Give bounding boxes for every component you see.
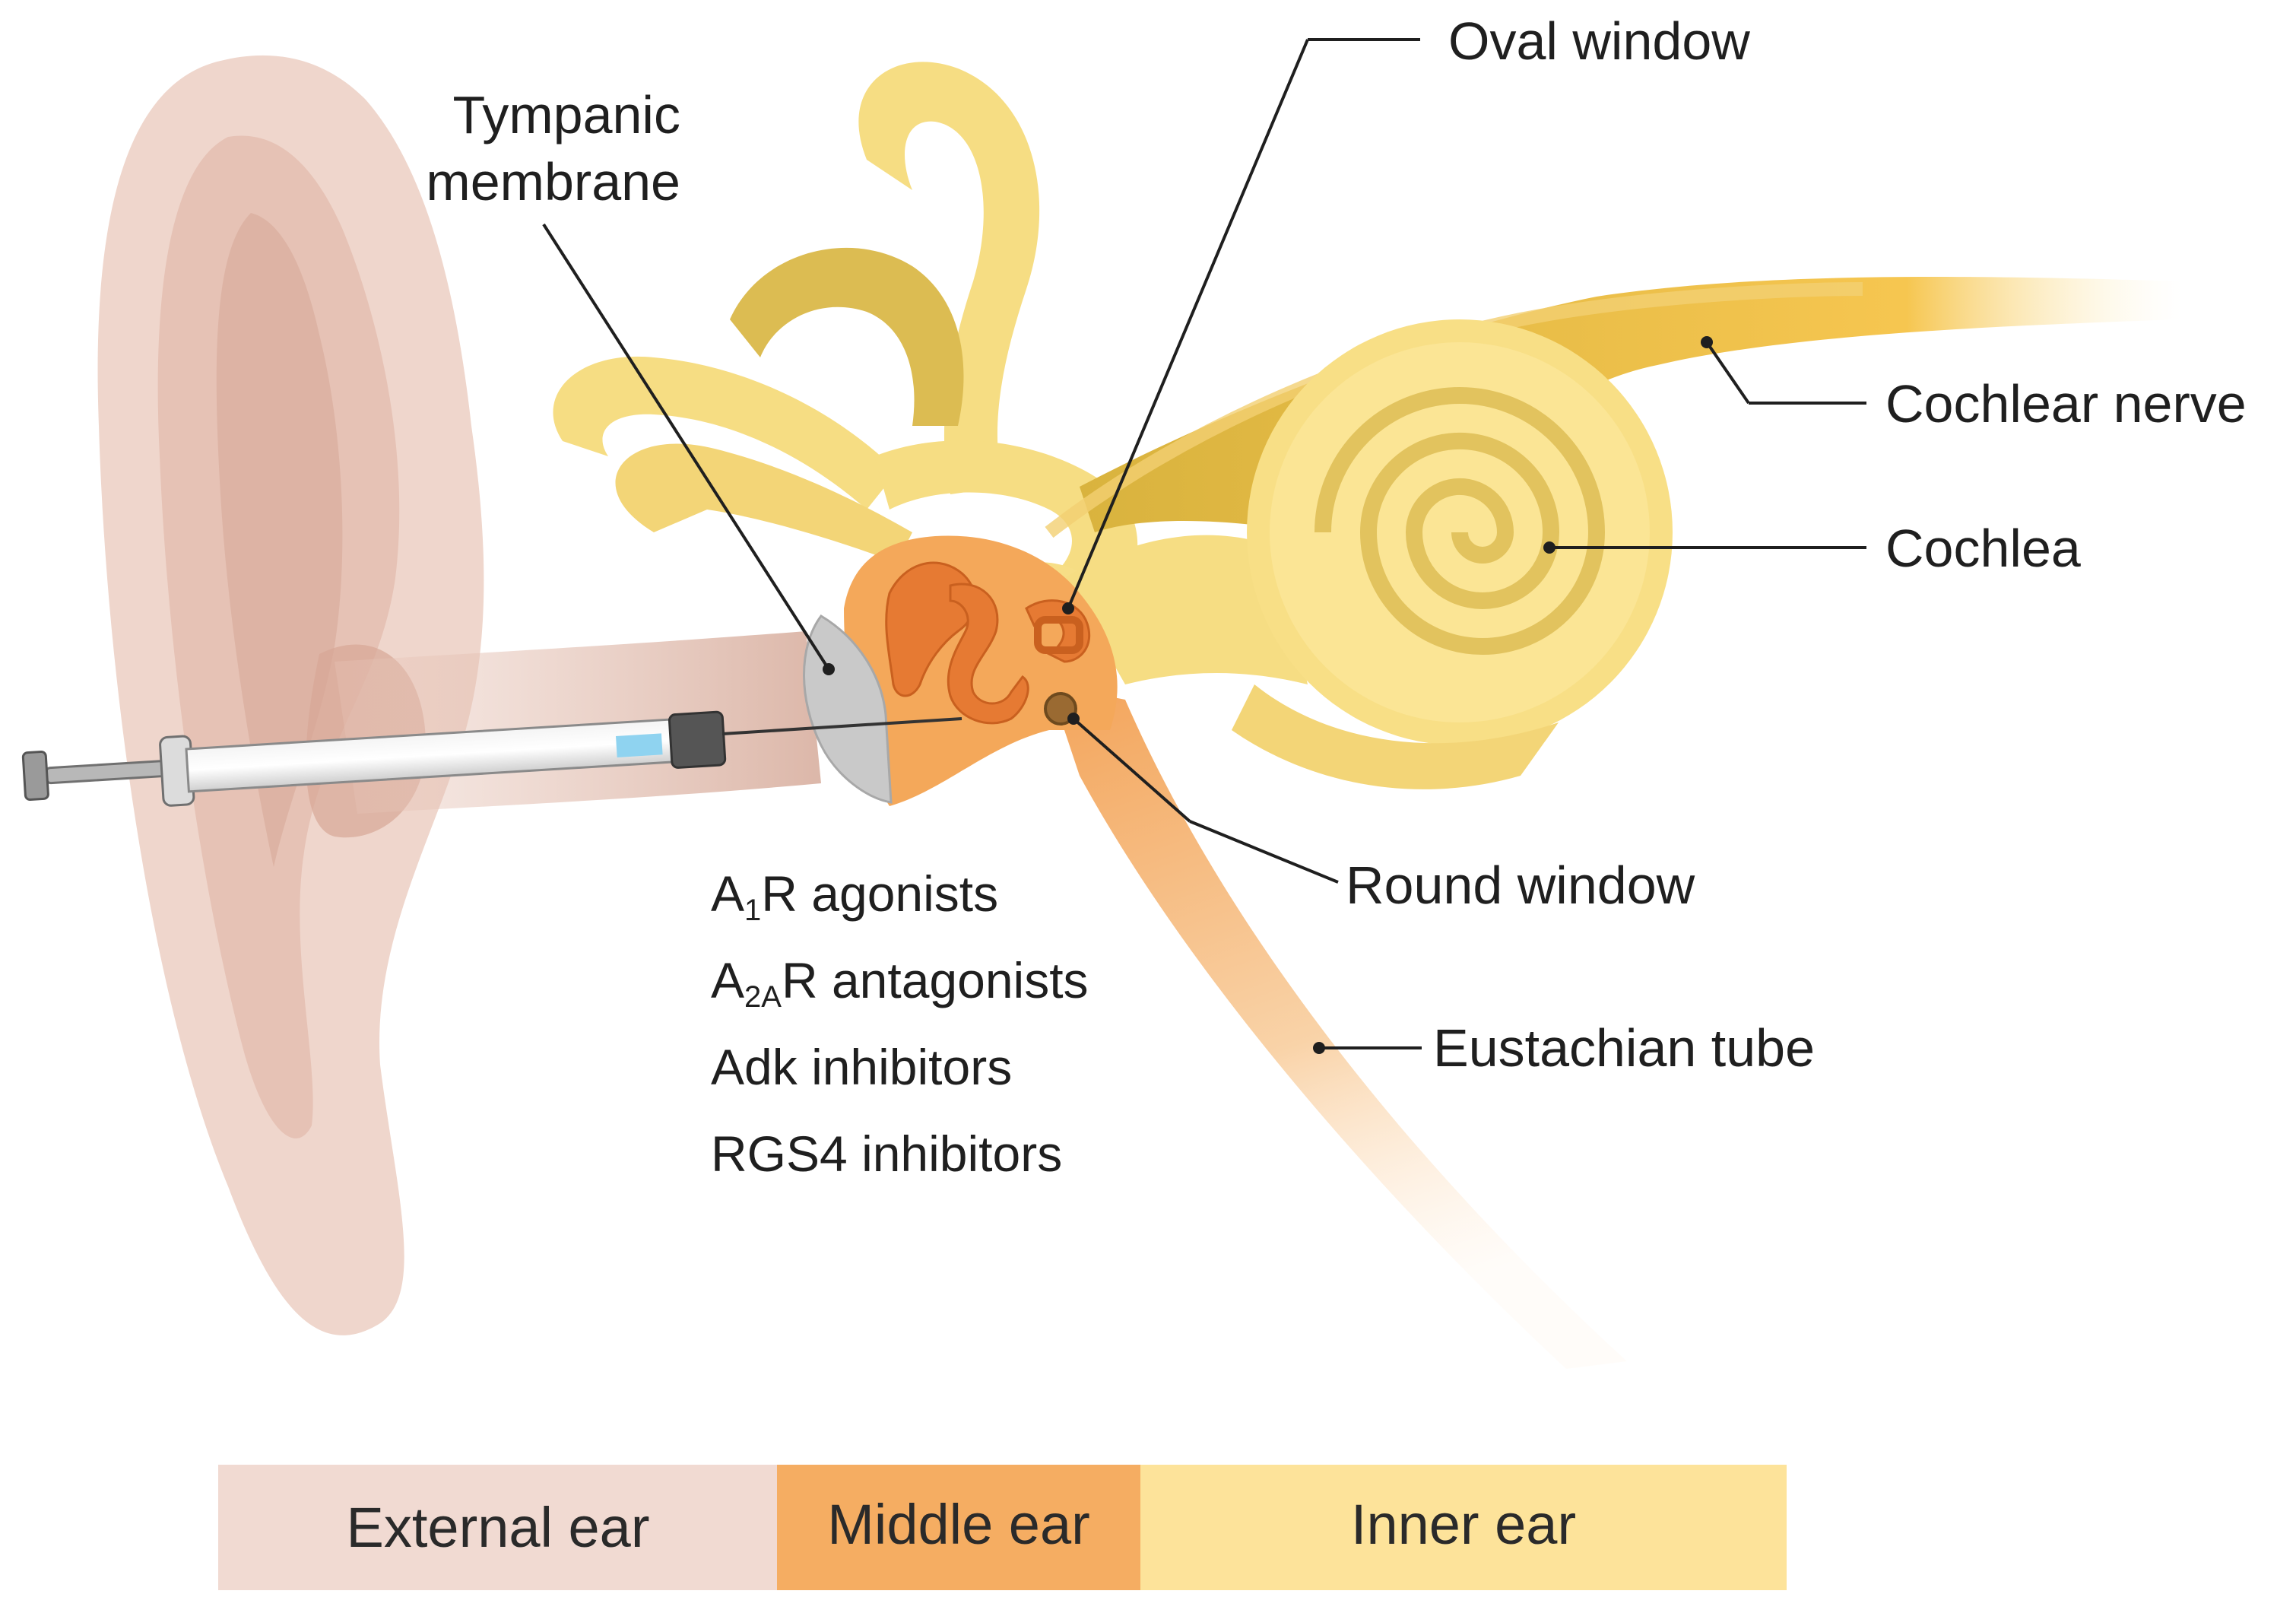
oval-window-pointer-dot (1062, 602, 1074, 614)
region-band: External ear Middle ear Inner ear (218, 1465, 1787, 1590)
eustachian-tube-shape (1049, 684, 1627, 1369)
inner-ear-band-label: Inner ear (1351, 1493, 1576, 1556)
eustachian-pointer-dot (1313, 1042, 1325, 1054)
ossicles (885, 561, 1091, 725)
drug-list: A1R agonists A2AR antagonists Adk inhibi… (711, 865, 1089, 1182)
eustachian-tube-label: Eustachian tube (1433, 1018, 1815, 1078)
drug-item: A1R agonists (711, 865, 998, 927)
middle-ear-band (777, 1465, 1140, 1590)
round-window-pointer-dot (1067, 713, 1080, 725)
cochlea-label: Cochlea (1885, 519, 2081, 578)
leader-lines (542, 38, 1866, 1049)
cochlea-shape (1064, 319, 1673, 789)
tympanic-pointer-dot (823, 663, 835, 675)
oval-window-label: Oval window (1448, 11, 1750, 71)
drug-item: A2AR antagonists (711, 952, 1089, 1014)
cochlear-nerve-pointer-dot (1701, 336, 1713, 348)
drug-item: Adk inhibitors (711, 1039, 1012, 1095)
middle-ear-band-label: Middle ear (827, 1493, 1090, 1556)
ear-canal (335, 631, 821, 814)
cochlear-nerve-label: Cochlear nerve (1885, 374, 2247, 433)
syringe (21, 710, 962, 807)
cochlea-pointer-dot (1543, 541, 1556, 554)
tympanic-label-line2: membrane (426, 152, 680, 211)
inner-ear-band (1140, 1465, 1787, 1590)
drug-item: RGS4 inhibitors (711, 1126, 1062, 1182)
tympanic-label-line1: Tympanic (452, 85, 680, 144)
external-ear-band (218, 1465, 777, 1590)
round-window-label: Round window (1346, 856, 1695, 915)
external-ear-band-label: External ear (347, 1496, 650, 1559)
